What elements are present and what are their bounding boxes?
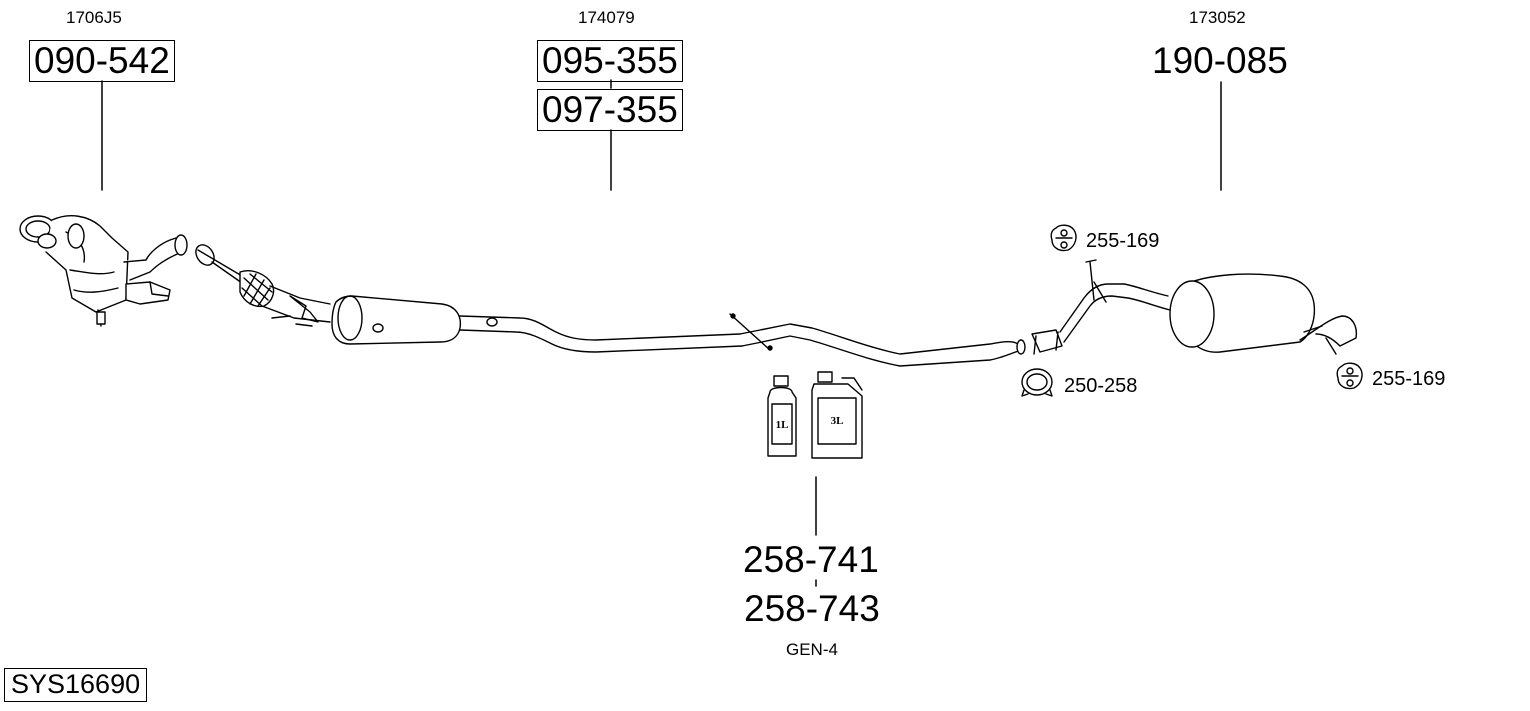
part-number-paste-1: 258-741 (743, 539, 879, 580)
part-number-rear: 190-085 (1152, 40, 1288, 81)
oe-number-rear: 173052 (1189, 8, 1246, 27)
flex-pipe-icon (195, 244, 331, 327)
bottle-large-label: 3L (831, 415, 844, 427)
part-number-mid-1: 095-355 (537, 40, 683, 82)
clamp-joint-icon (1031, 329, 1063, 355)
paste-note: GEN-4 (786, 640, 838, 659)
part-number-mid-2: 097-355 (537, 89, 683, 131)
oe-number-mid: 174079 (578, 8, 635, 27)
part-number-hanger-top: 255-169 (1086, 230, 1160, 252)
bottle-small-label: 1L (776, 419, 789, 431)
part-number-cat: 090-542 (29, 40, 175, 82)
part-number-hanger-rear: 255-169 (1372, 368, 1446, 390)
leader-lines (101, 79, 1222, 587)
paste-bottle-icon (767, 375, 797, 457)
middle-silencer-icon (331, 295, 1026, 367)
catalytic-converter-icon (19, 215, 188, 327)
rear-silencer-icon (1059, 259, 1358, 355)
part-number-paste-2: 258-743 (744, 588, 880, 629)
system-id: SYS16690 (4, 668, 148, 702)
rubber-hanger-icon (1050, 224, 1077, 252)
oe-number-cat: 1706J5 (66, 8, 122, 27)
part-number-clamp: 250-258 (1064, 375, 1138, 397)
rubber-hanger-icon (1336, 362, 1363, 390)
paste-bottle-icon (811, 371, 863, 459)
clamp-icon (1021, 368, 1053, 397)
